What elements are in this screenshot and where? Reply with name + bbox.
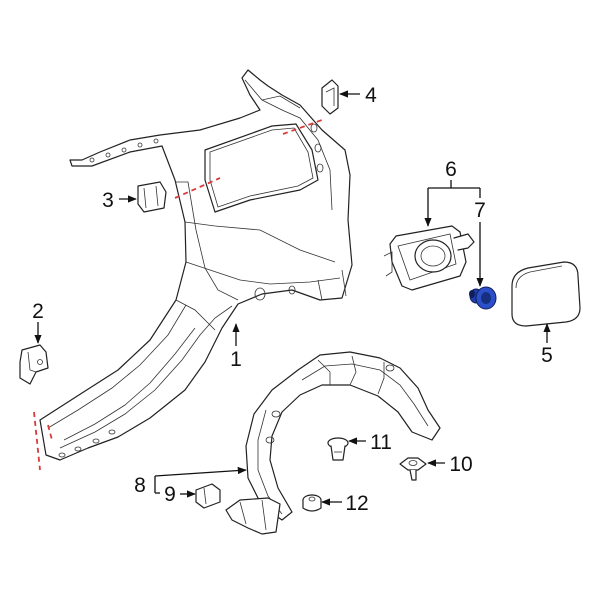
filler-housing-part-6 [383, 225, 475, 291]
retainer-part-10 [399, 457, 427, 481]
callout-7: 7 [474, 199, 486, 222]
leader-lines [34, 90, 551, 506]
wheel-liner-part-8 [225, 351, 441, 535]
callout-4: 4 [365, 84, 377, 107]
highlighted-part-7 [469, 286, 497, 310]
callout-8: 8 [134, 474, 146, 497]
bracket-part-4 [321, 79, 339, 115]
cut-lines [33, 119, 323, 471]
bracket-part-2 [19, 344, 49, 385]
callout-labels: 1 2 3 4 5 6 7 8 9 10 11 12 [32, 84, 553, 515]
bracket-part-3 [137, 181, 167, 213]
callout-2: 2 [32, 300, 44, 323]
callout-6: 6 [445, 158, 457, 181]
callout-5: 5 [541, 344, 553, 367]
callout-10: 10 [449, 453, 472, 476]
callout-12: 12 [345, 492, 368, 515]
clip-part-9 [195, 483, 221, 509]
push-clip-part-11 [327, 437, 349, 461]
fuel-door-part-5 [511, 261, 581, 327]
callout-9: 9 [164, 483, 176, 506]
rail-holes [89, 138, 159, 163]
nut-part-12 [302, 494, 322, 512]
callout-3: 3 [102, 189, 114, 212]
quarter-panel [39, 69, 353, 461]
callout-1: 1 [230, 348, 242, 371]
callout-11: 11 [370, 431, 392, 454]
